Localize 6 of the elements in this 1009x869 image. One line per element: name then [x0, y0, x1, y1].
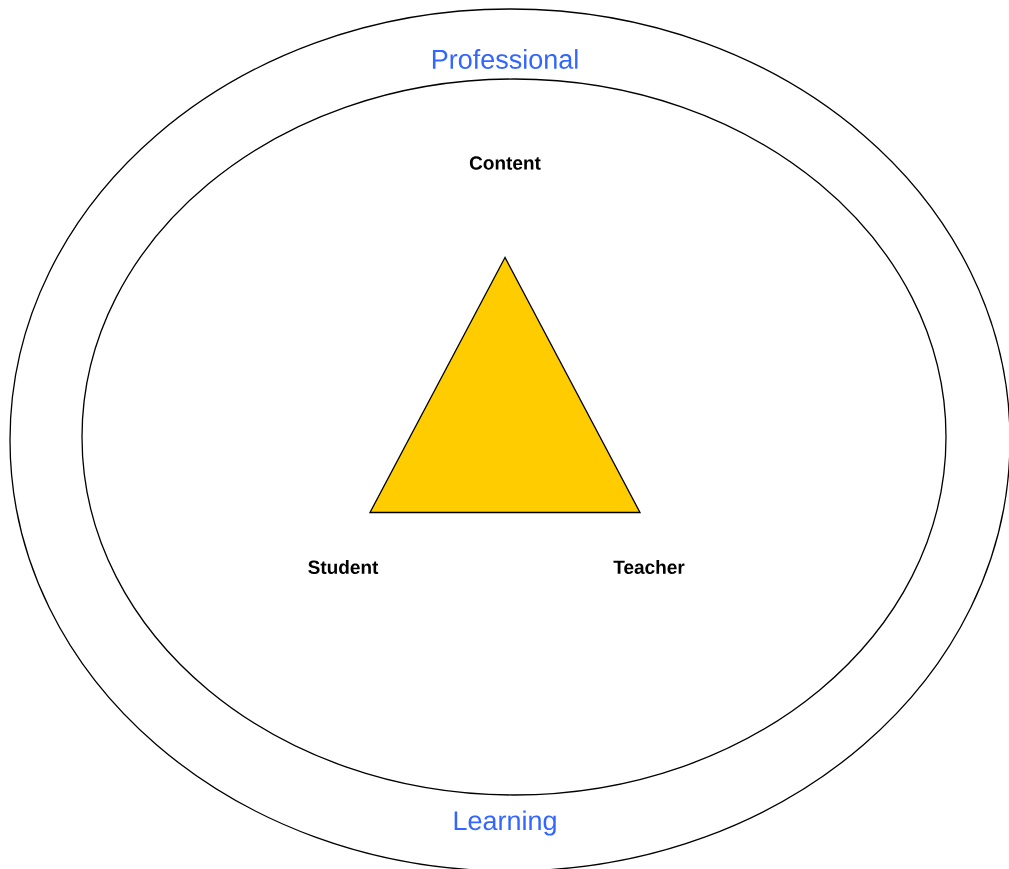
ring-label: Learning	[454, 810, 556, 836]
ellipse	[81, 78, 947, 796]
vertex-label: Teacher	[613, 560, 685, 574]
ring-label: Professional	[432, 49, 578, 69]
vertex-label: Content	[469, 156, 541, 170]
vertex-label: Student	[308, 560, 379, 574]
